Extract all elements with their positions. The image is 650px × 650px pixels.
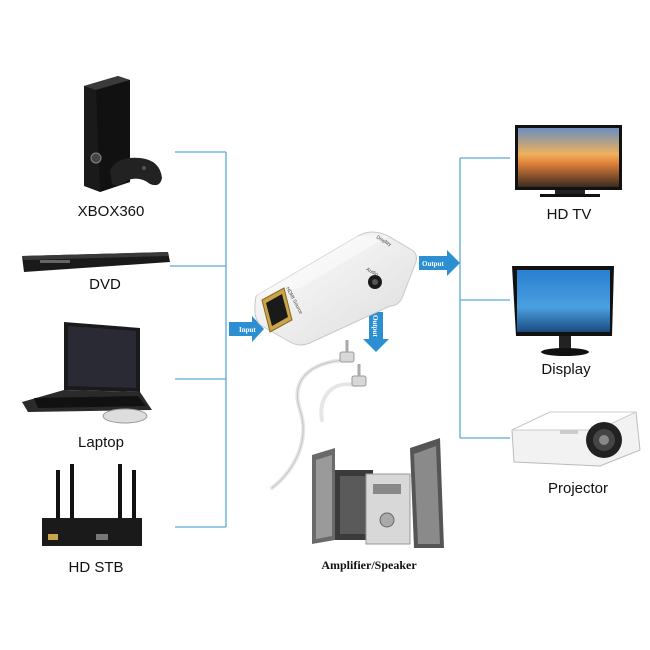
projector-icon xyxy=(511,411,641,467)
source-label-dvd: DVD xyxy=(89,276,121,293)
output-arrow-down-label: Output xyxy=(371,315,379,337)
laptop-icon xyxy=(22,322,152,424)
output-label-projector: Projector xyxy=(547,480,609,497)
amplifier-speaker-icon xyxy=(312,438,444,548)
display-monitor-icon xyxy=(512,266,614,356)
source-label-xbox360: XBOX360 xyxy=(77,203,145,220)
output-label-hd-tv: HD TV xyxy=(546,206,592,223)
adapter-audio-label: Audio xyxy=(365,267,379,279)
output-arrow-right-label: Output xyxy=(422,260,444,268)
xbox360-console-icon xyxy=(84,76,162,192)
input-arrow: Input xyxy=(229,316,264,342)
source-bus-lines xyxy=(170,151,227,528)
hdmi-vga-adapter-icon: HDMI Source Display Audio xyxy=(254,231,417,346)
audio-cable-icon xyxy=(270,340,367,490)
source-label-hd-stb: HD STB xyxy=(68,559,124,576)
input-arrow-label: Input xyxy=(239,326,256,334)
output-bus-lines xyxy=(459,157,510,439)
output-arrow-down: Output xyxy=(363,312,389,352)
amplifier-speaker-label: Amplifier/Speaker xyxy=(321,558,417,572)
source-label-laptop: Laptop xyxy=(78,434,124,451)
output-label-display: Display xyxy=(541,361,591,378)
hd-tv-icon xyxy=(515,125,622,197)
dvd-player-icon xyxy=(22,252,170,272)
set-top-box-icon xyxy=(42,464,142,546)
output-arrow-right: Output xyxy=(419,250,460,276)
